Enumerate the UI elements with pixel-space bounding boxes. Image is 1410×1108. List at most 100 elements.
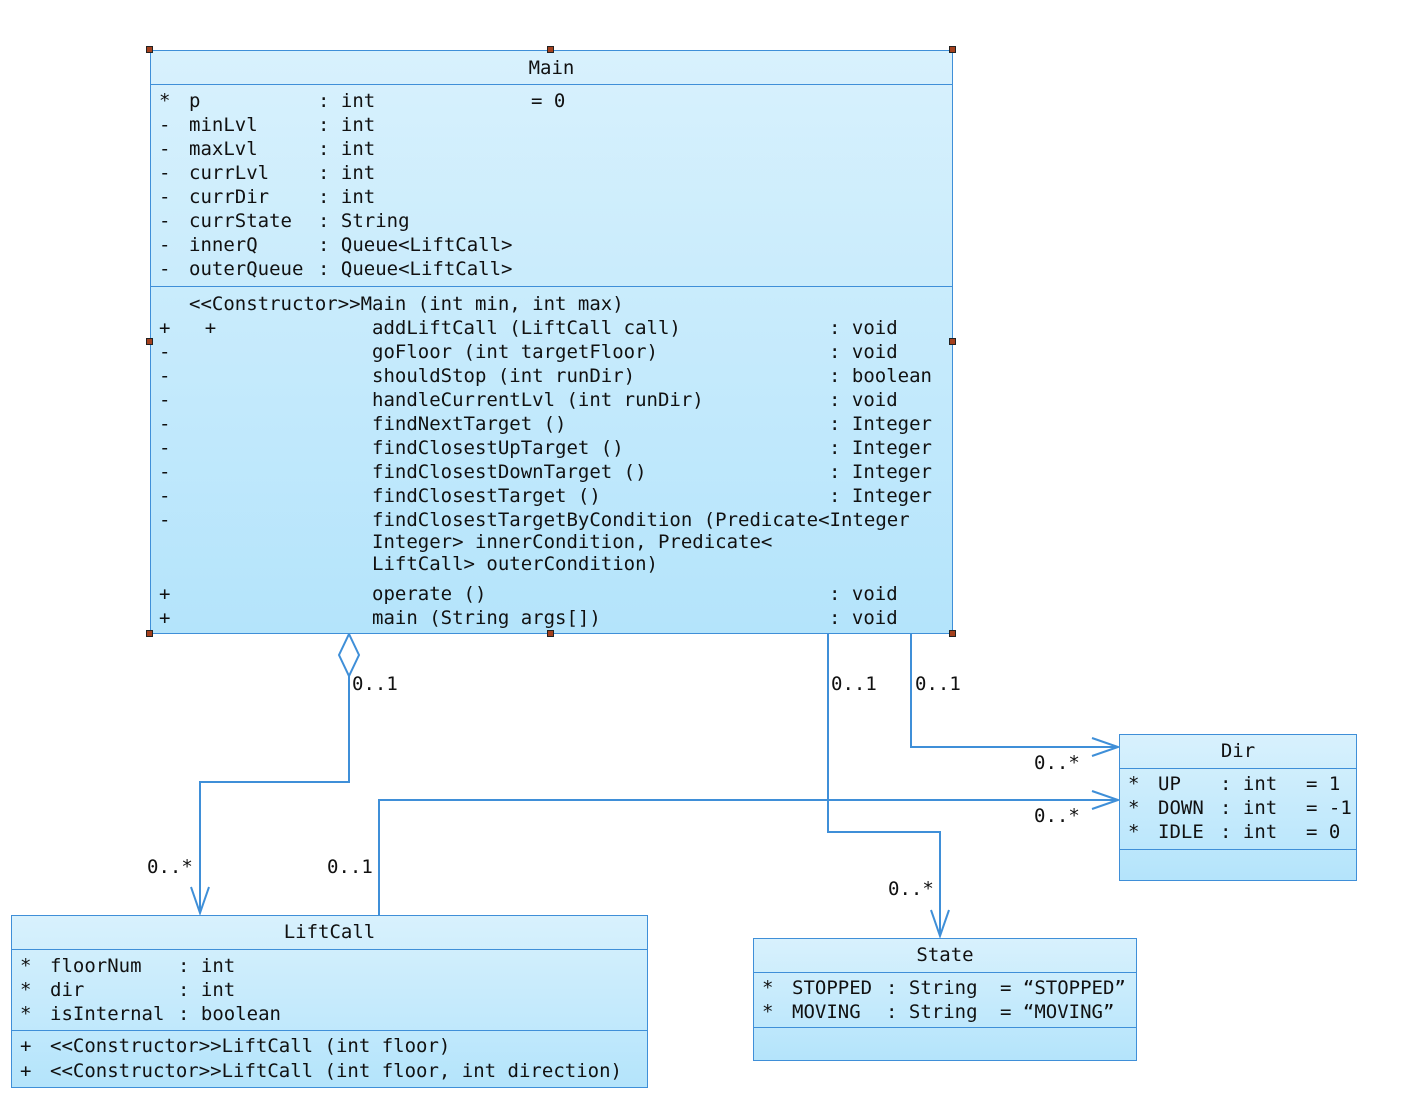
attribute-name: UP <box>1158 773 1181 795</box>
method-return-type: : Integer <box>829 437 932 459</box>
attribute-default: = 0 <box>1306 821 1341 843</box>
class-liftcall[interactable]: LiftCall *floorNum: int*dir: int*isInter… <box>11 915 648 1088</box>
multiplicity-main-state-target: 0..* <box>888 878 934 900</box>
attribute-name: outerQueue <box>189 258 304 280</box>
main-long-method-line1: findClosestTargetByCondition (Predicate<… <box>372 509 910 531</box>
class-main[interactable]: Main + <<Constructor>>Main (int min, int… <box>150 50 953 634</box>
method-return-type: : Integer <box>829 461 932 483</box>
method-signature: goFloor (int targetFloor) <box>372 341 658 363</box>
method-visibility: - <box>159 461 171 483</box>
multiplicity-liftcall-dir-target: 0..* <box>1034 805 1080 827</box>
attribute-name: IDLE <box>1158 821 1204 843</box>
attribute-visibility: * <box>762 977 774 999</box>
selection-handle[interactable] <box>146 630 153 637</box>
class-dir[interactable]: Dir *UP: int= 1*DOWN: int= -1*IDLE: int=… <box>1119 734 1357 881</box>
class-main-attr-separator <box>151 84 952 85</box>
attribute-type: : int <box>1220 821 1278 843</box>
selection-handle[interactable] <box>146 338 153 345</box>
class-main-method-separator <box>151 286 952 287</box>
method-signature: operate () <box>372 583 487 605</box>
attribute-default: = “STOPPED” <box>1000 977 1126 999</box>
main-long-method-line2: Integer> innerCondition, Predicate< <box>372 531 773 553</box>
multiplicity-main-liftcall-target: 0..* <box>147 856 193 878</box>
class-state[interactable]: State *STOPPED: String= “STOPPED”*MOVING… <box>753 938 1137 1061</box>
class-state-attr-separator <box>754 972 1136 973</box>
selection-handle[interactable] <box>949 338 956 345</box>
liftcall-dir-association[interactable] <box>378 790 1122 915</box>
multiplicity-main-liftcall-source: 0..1 <box>352 673 398 695</box>
method-visibility: - <box>159 365 171 387</box>
method-return-type: : boolean <box>829 365 932 387</box>
method-return-type: : void <box>829 317 898 339</box>
attribute-default: = -1 <box>1306 797 1352 819</box>
main-long-method-line3: LiftCall> outerCondition) <box>372 553 658 575</box>
method-visibility: + <box>159 607 171 629</box>
attribute-name: innerQ <box>189 234 258 256</box>
attribute-visibility: - <box>159 234 171 256</box>
class-dir-method-separator <box>1120 849 1356 850</box>
method-return-type: : void <box>829 583 898 605</box>
attribute-visibility: - <box>159 138 171 160</box>
main-state-association[interactable] <box>827 634 950 940</box>
attribute-type: : int <box>318 114 376 136</box>
method-visibility: - <box>159 341 171 363</box>
attribute-visibility: - <box>159 162 171 184</box>
multiplicity-liftcall-dir-source: 0..1 <box>327 856 373 878</box>
selection-handle[interactable] <box>949 630 956 637</box>
multiplicity-main-dir-target: 0..* <box>1034 752 1080 774</box>
multiplicity-main-dir-source: 0..1 <box>915 673 961 695</box>
attribute-visibility: * <box>159 90 171 112</box>
attribute-type: : Queue<LiftCall> <box>318 258 513 280</box>
attribute-name: isInternal <box>50 1003 165 1025</box>
method-signature: main (String args[]) <box>372 607 601 629</box>
member-visibility: + <box>204 317 217 339</box>
attribute-name: currDir <box>189 186 270 208</box>
class-dir-title: Dir <box>1220 740 1256 762</box>
attribute-default: = 1 <box>1306 773 1341 795</box>
method-visibility: + <box>159 583 171 605</box>
attribute-visibility: * <box>762 1001 774 1023</box>
class-liftcall-title: LiftCall <box>283 921 376 943</box>
attribute-type: : Queue<LiftCall> <box>318 234 513 256</box>
method-signature: <<Constructor>>LiftCall (int floor) <box>50 1035 451 1057</box>
method-signature: findClosestUpTarget () <box>372 437 624 459</box>
attribute-name: minLvl <box>189 114 258 136</box>
method-visibility: + <box>159 317 171 339</box>
attribute-visibility: * <box>20 955 32 977</box>
main-constructor: + <box>159 292 216 364</box>
attribute-type: : String <box>318 210 410 232</box>
attribute-visibility: - <box>159 186 171 208</box>
attribute-default: = “MOVING” <box>1000 1001 1115 1023</box>
selection-handle[interactable] <box>547 46 554 53</box>
main-liftcall-aggregation[interactable] <box>190 631 361 917</box>
attribute-name: DOWN <box>1158 797 1204 819</box>
method-visibility: + <box>20 1060 32 1082</box>
attribute-type: : int <box>1220 797 1278 819</box>
attribute-visibility: - <box>159 258 171 280</box>
method-return-type: : Integer <box>829 485 932 507</box>
attribute-visibility: - <box>159 210 171 232</box>
selection-handle[interactable] <box>949 46 956 53</box>
attribute-visibility: * <box>1128 797 1140 819</box>
class-liftcall-method-separator <box>12 1030 647 1031</box>
attribute-type: : int <box>318 90 376 112</box>
attribute-type: : int <box>318 186 376 208</box>
attribute-name: currState <box>189 210 292 232</box>
method-visibility: - <box>159 413 171 435</box>
method-signature: findClosestDownTarget () <box>372 461 647 483</box>
attribute-name: maxLvl <box>189 138 258 160</box>
attribute-visibility: * <box>1128 773 1140 795</box>
attribute-type: : String <box>886 977 978 999</box>
selection-handle[interactable] <box>547 630 554 637</box>
class-dir-attr-separator <box>1120 768 1356 769</box>
method-return-type: : void <box>829 341 898 363</box>
attribute-type: : int <box>178 955 236 977</box>
class-state-title: State <box>916 944 974 966</box>
class-main-title: Main <box>528 57 575 79</box>
main-dir-association[interactable] <box>910 634 1122 757</box>
attribute-type: : int <box>318 162 376 184</box>
attribute-type: : int <box>318 138 376 160</box>
method-signature: <<Constructor>>LiftCall (int floor, int … <box>50 1060 622 1082</box>
selection-handle[interactable] <box>146 46 153 53</box>
